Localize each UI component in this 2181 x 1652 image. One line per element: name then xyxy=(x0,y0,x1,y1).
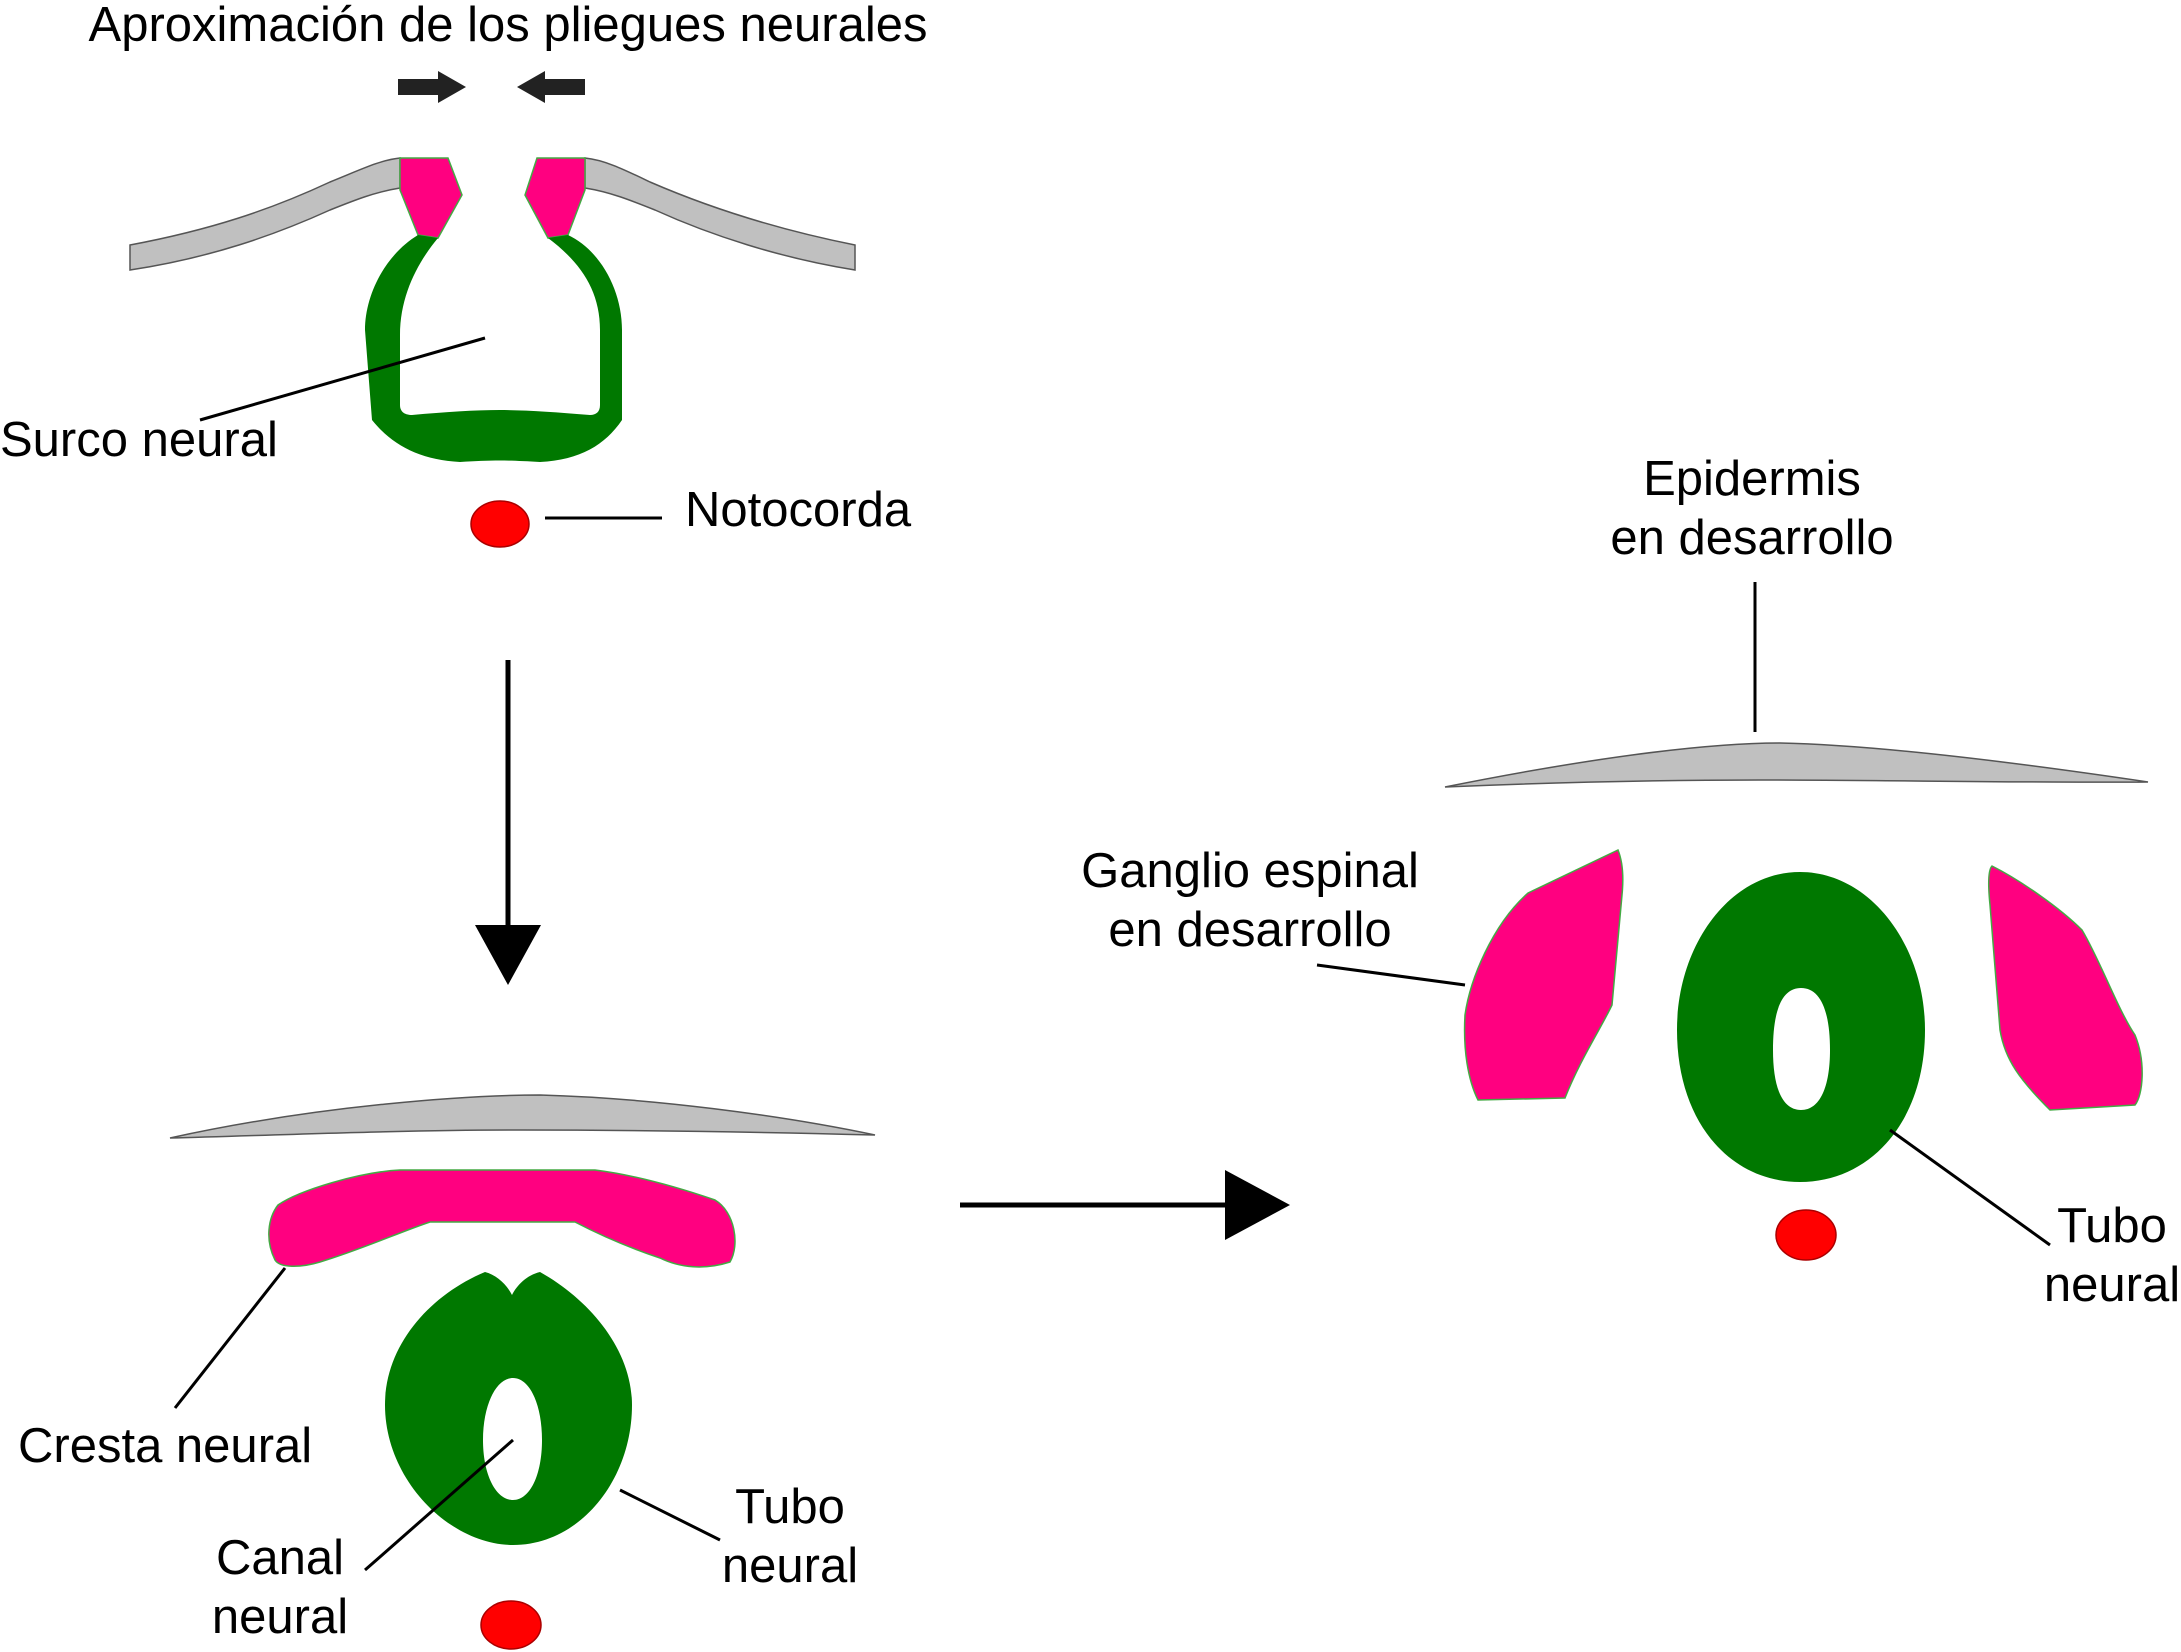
ganglio-leader xyxy=(1316,963,1466,987)
ectoderm-left xyxy=(129,157,401,271)
notocorda-label: Notocorda xyxy=(685,483,912,537)
tubo-neural-label-stage-2-line-2: neural xyxy=(722,1539,858,1593)
neural-groove xyxy=(365,235,622,462)
epidermis-stage-3 xyxy=(1444,742,2149,788)
neural-tube-stage-3 xyxy=(1677,872,1925,1182)
epidermis-label-line-2: en desarrollo xyxy=(1610,511,1893,565)
neural-tube-stage-2 xyxy=(385,1272,632,1545)
cresta-neural-label: Cresta neural xyxy=(18,1419,312,1473)
neural-crest-stage-2 xyxy=(268,1169,736,1268)
stage-1-neural-folds: Aproximación de los pliegues neurales Su… xyxy=(0,0,928,548)
tubo-neural-label-stage-3-line-2: neural xyxy=(2044,1258,2180,1312)
neural-fold-tip-left xyxy=(399,157,463,239)
notochord-stage-2 xyxy=(480,1600,542,1650)
epidermis-stage-2 xyxy=(169,1094,876,1139)
tubo-neural-leader-stage-2 xyxy=(619,1488,721,1542)
left-pointing-arrow-icon xyxy=(517,71,585,103)
stage-2-neural-tube: Cresta neural Canal neural Tubo neural xyxy=(18,1094,876,1650)
arrow-down xyxy=(475,660,541,985)
surco-neural-label: Surco neural xyxy=(0,413,278,467)
spinal-ganglion-left xyxy=(1463,848,1624,1101)
canal-neural-label-line-2: neural xyxy=(212,1590,348,1644)
arrow-right-icon xyxy=(1225,1170,1290,1240)
stage-3-closed-tube: Epidermis en desarrollo Ganglio espinal … xyxy=(1081,452,2180,1312)
notochord xyxy=(470,500,530,548)
cresta-neural-leader xyxy=(173,1267,287,1409)
neural-fold-tip-right xyxy=(524,157,586,239)
tubo-neural-label-stage-3-line-1: Tubo xyxy=(2057,1199,2167,1253)
canal-neural-label-line-1: Canal xyxy=(216,1531,344,1585)
ganglio-label-line-2: en desarrollo xyxy=(1108,903,1391,957)
canal-neural-leader xyxy=(364,1438,514,1572)
notochord-stage-3 xyxy=(1775,1209,1837,1261)
stage-1-title: Aproximación de los pliegues neurales xyxy=(89,0,928,52)
tubo-neural-label-stage-2-line-1: Tubo xyxy=(735,1480,845,1534)
ectoderm-right xyxy=(584,157,856,271)
spinal-ganglion-right xyxy=(1987,865,2143,1111)
ganglio-label-line-1: Ganglio espinal xyxy=(1081,844,1419,898)
epidermis-label-line-1: Epidermis xyxy=(1643,452,1861,506)
arrow-right xyxy=(960,1170,1290,1240)
surco-neural-leader xyxy=(199,336,486,422)
right-pointing-arrow-icon xyxy=(398,71,466,103)
arrow-down-icon xyxy=(475,925,541,985)
tubo-neural-leader-stage-3 xyxy=(1889,1128,2051,1247)
